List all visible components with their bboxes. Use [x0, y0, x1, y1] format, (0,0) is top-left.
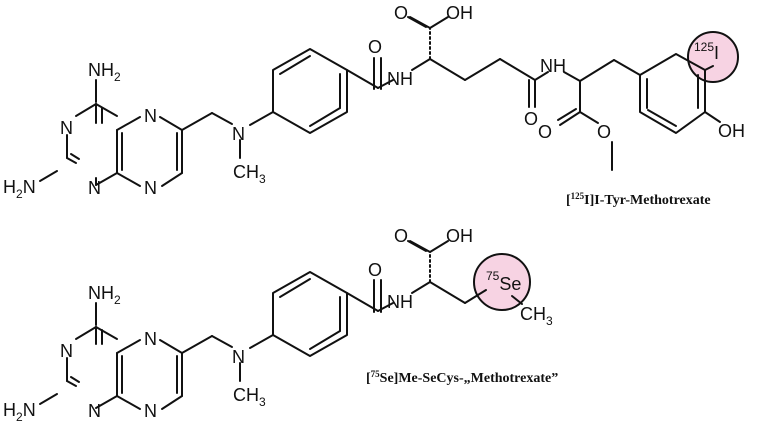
ring-n-label: N	[144, 401, 157, 421]
amine-label: NH2	[88, 60, 121, 84]
aminomethyl-linker-2	[181, 334, 274, 382]
phenol-oh-label: OH	[718, 121, 745, 141]
carboxyl-o-label: O	[394, 3, 408, 23]
glutamate-chain-1	[407, 16, 549, 108]
molecule-1-caption: [125I]I-Tyr-Methotrexate	[566, 191, 711, 208]
molecule-1-iodo-tyr-methotrexate: NH2 N N N N H2N N CH3 O NH O OH O NH O O…	[3, 3, 745, 208]
methyl-label: CH3	[233, 162, 266, 186]
amide-nh-label: NH	[387, 292, 413, 312]
carbonyl-o-label: O	[368, 260, 382, 280]
molecule-2-caption: [75Se]Me-SeCys-„Methotrexate”	[366, 369, 558, 386]
ring-n-label: N	[144, 106, 157, 126]
methyl-label: CH3	[520, 304, 553, 328]
carbonyl-o-label: O	[368, 37, 382, 57]
ester-o-label: O	[538, 122, 552, 142]
ring-n-label: N	[60, 118, 73, 138]
amine-label: H2N	[3, 177, 36, 201]
benzene-ring-1	[272, 48, 348, 134]
ring-n-label: N	[88, 401, 101, 421]
phenol-ring-1	[639, 53, 721, 134]
ring-n-label: N	[144, 178, 157, 198]
amide-nh-label: NH	[387, 69, 413, 89]
iodine-125-highlight	[687, 31, 739, 83]
aminomethyl-linker-1	[181, 111, 274, 159]
pteridine-ring-1	[39, 79, 183, 187]
amine-label: NH2	[88, 283, 121, 307]
carboxyl-o-label: O	[394, 226, 408, 246]
amide-linkage-2	[346, 279, 394, 313]
methyl-label: CH3	[233, 385, 266, 409]
tyrosine-backbone-1	[557, 59, 641, 171]
ring-n-label: N	[88, 178, 101, 198]
benzene-ring-2	[272, 271, 348, 357]
selenium-75-highlight	[473, 253, 531, 311]
amide-linkage-1	[346, 57, 394, 90]
tertiary-n-label: N	[232, 347, 245, 367]
selenocysteine-chain-2	[407, 240, 523, 305]
ester-o-label: O	[597, 122, 611, 142]
amide-nh-label: NH	[540, 56, 566, 76]
carbonyl-o-label: O	[524, 109, 538, 129]
selenium-label: 75Se	[486, 269, 521, 294]
iodine-label: 125I	[694, 40, 719, 63]
ring-n-label: N	[144, 329, 157, 349]
amine-label: H2N	[3, 400, 36, 424]
ring-n-label: N	[60, 341, 73, 361]
pteridine-ring-2	[39, 302, 183, 410]
molecule-2-selenocysteine-methotrexate: NH2 N N N N H2N N CH3 O NH O OH 75Se CH3…	[3, 226, 558, 424]
tertiary-n-label: N	[232, 124, 245, 144]
carboxyl-oh-label: OH	[446, 3, 473, 23]
carboxyl-oh-label: OH	[446, 226, 473, 246]
